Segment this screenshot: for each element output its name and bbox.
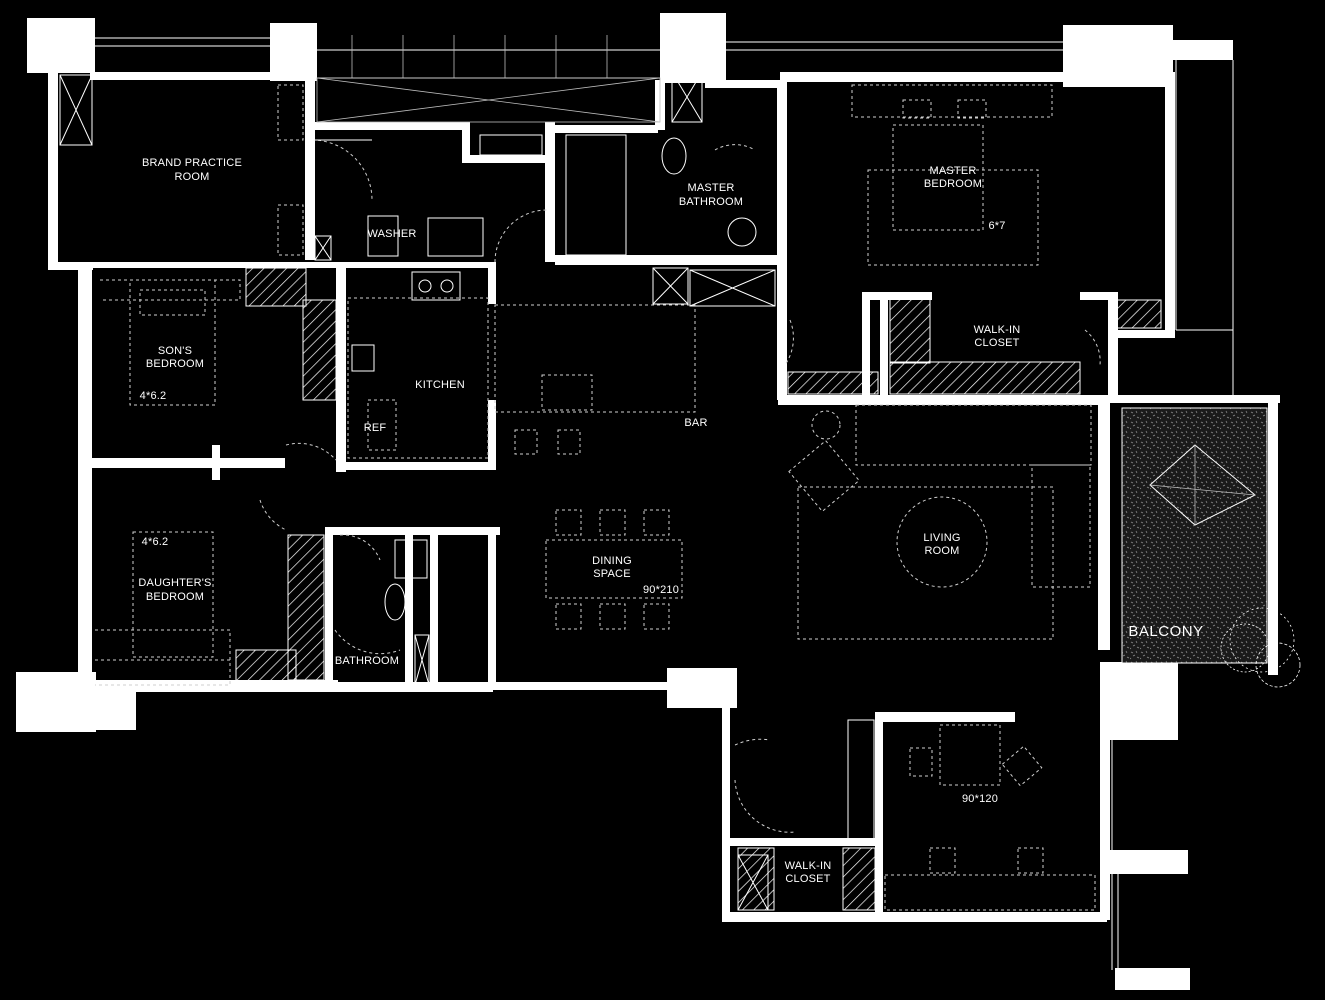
label-bar: BAR — [684, 417, 707, 429]
label-master-bedroom-1: MASTER — [929, 165, 976, 177]
label-daughters-size: 4*6.2 — [142, 536, 169, 548]
label-master-bedroom-size: 6*7 — [988, 220, 1005, 232]
door-swings — [259, 139, 1101, 833]
label-ref: REF — [364, 422, 387, 434]
label-walkin-entry-1: WALK-IN — [785, 860, 832, 872]
label-balcony: BALCONY — [1128, 623, 1203, 640]
wardrobes — [235, 267, 1162, 911]
label-dining-1: DINING — [592, 555, 632, 567]
room-labels: BRAND PRACTICE ROOM WASHER MASTER BATHRO… — [138, 157, 1203, 885]
label-living-1: LIVING — [923, 532, 960, 544]
label-master-bedroom-2: BEDROOM — [924, 178, 982, 190]
label-sons-bedroom-size: 4*6.2 — [140, 390, 167, 402]
wall-outlines — [48, 72, 1280, 922]
furniture-outlines — [95, 84, 1096, 911]
label-master-bathroom-2: BATHROOM — [679, 196, 743, 208]
balcony-area — [1121, 407, 1301, 688]
label-brand-practice-2: ROOM — [174, 171, 209, 183]
label-bathroom: BATHROOM — [335, 655, 399, 667]
label-washer: WASHER — [367, 228, 416, 240]
label-walkin-master-2: CLOSET — [974, 337, 1019, 349]
label-kitchen: KITCHEN — [415, 379, 465, 391]
label-daughters-bedroom-2: BEDROOM — [146, 591, 204, 603]
label-sons-bedroom-2: BEDROOM — [146, 358, 204, 370]
label-sons-bedroom-1: SON'S — [158, 345, 192, 357]
label-study-size: 90*120 — [962, 793, 998, 805]
label-dining-2: SPACE — [593, 568, 630, 580]
structural-walls — [16, 13, 1233, 990]
label-walkin-master-1: WALK-IN — [974, 324, 1021, 336]
label-walkin-entry-2: CLOSET — [785, 873, 830, 885]
label-daughters-bedroom-1: DAUGHTER'S — [138, 577, 211, 589]
label-brand-practice-1: BRAND PRACTICE — [142, 157, 242, 169]
label-dining-size: 90*210 — [643, 584, 679, 596]
windows — [83, 35, 1234, 970]
label-master-bathroom-1: MASTER — [687, 182, 734, 194]
label-living-2: ROOM — [924, 545, 959, 557]
shafts — [59, 71, 776, 911]
